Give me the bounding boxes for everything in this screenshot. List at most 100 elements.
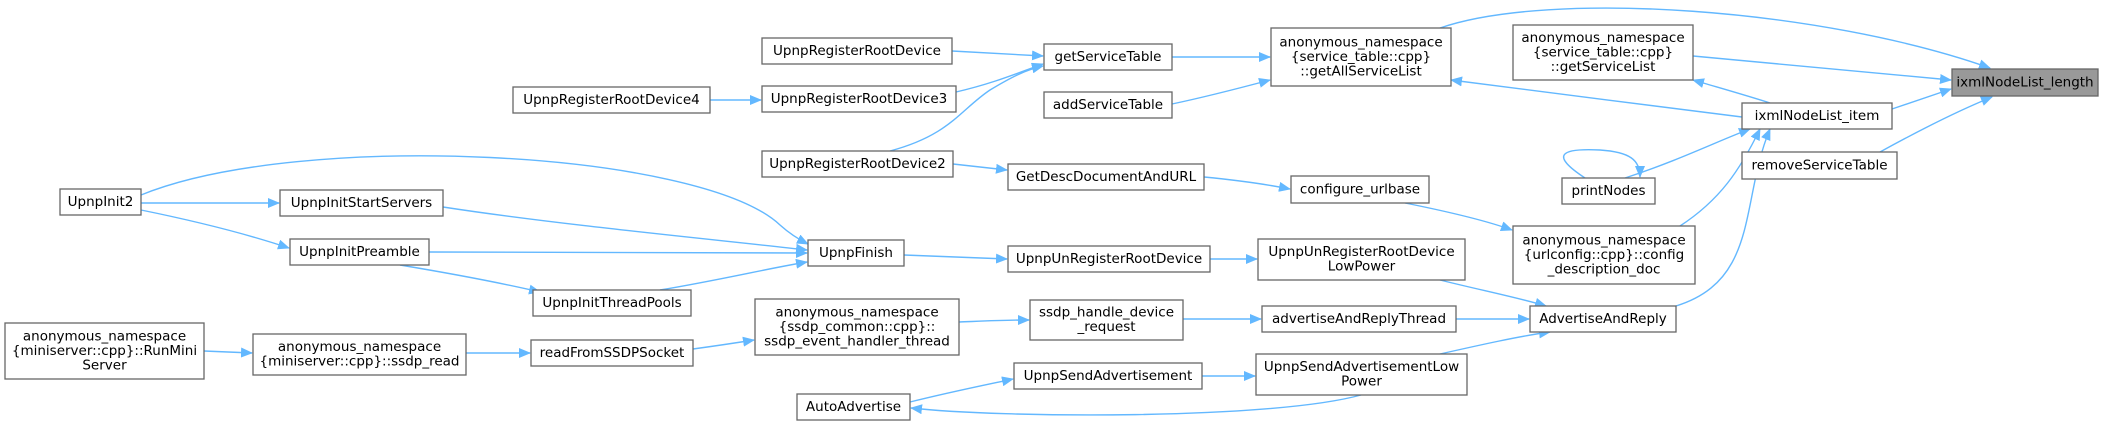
node-box[interactable] — [761, 150, 954, 178]
node-box[interactable] — [1255, 353, 1468, 396]
node-box[interactable] — [1007, 163, 1205, 191]
node-label: {ssdp_common::cpp}:: — [779, 319, 936, 335]
edge-ixmlNodeList_item-to-ixmlNodeList_length — [1891, 87, 1952, 110]
node-getServiceTable[interactable]: getServiceTable — [1043, 43, 1173, 71]
node-removeServiceTable[interactable]: removeServiceTable — [1741, 151, 1898, 180]
node-label: UpnpInitPreamble — [299, 244, 420, 260]
node-label: advertiseAndReplyThread — [1272, 311, 1446, 327]
node-label: ssdp_event_handler_thread — [764, 333, 950, 349]
node-anon_RunMiniServer[interactable]: anonymous_namespace{miniserver::cpp}::Ru… — [4, 322, 205, 380]
edge-addServiceTable-to-anon_getAllServiceList — [1171, 78, 1271, 105]
node-label: addServiceTable — [1053, 97, 1163, 113]
node-box[interactable] — [1951, 68, 2099, 97]
node-label: {service_table::cpp} — [1291, 49, 1431, 65]
node-box[interactable] — [4, 322, 205, 380]
node-anon_ssdp_read[interactable]: anonymous_namespace{miniserver::cpp}::ss… — [252, 333, 467, 376]
node-box[interactable] — [252, 333, 467, 376]
node-label: {service_table::cpp} — [1533, 44, 1673, 60]
node-UpnpInitThreadPools[interactable]: UpnpInitThreadPools — [532, 289, 692, 317]
node-box[interactable] — [1741, 151, 1898, 180]
node-UpnpRegisterRootDevice[interactable]: UpnpRegisterRootDevice — [761, 37, 953, 65]
edge-UpnpInitPreamble-to-UpnpInitThreadPools — [399, 264, 541, 295]
node-box[interactable] — [1013, 362, 1203, 390]
node-GetDescDocumentAndURL[interactable]: GetDescDocumentAndURL — [1007, 163, 1205, 191]
node-label: UpnpRegisterRootDevice4 — [523, 92, 700, 108]
node-box[interactable] — [532, 289, 692, 317]
node-label: readFromSSDPSocket — [540, 345, 685, 361]
node-UpnpRegisterRootDevice2[interactable]: UpnpRegisterRootDevice2 — [761, 150, 954, 178]
node-UpnpInitStartServers[interactable]: UpnpInitStartServers — [279, 189, 444, 217]
node-box[interactable] — [1290, 175, 1430, 204]
edge-printNodes-to-printNodes — [1562, 148, 1645, 179]
node-label: {miniserver::cpp}::ssdp_read — [260, 354, 460, 370]
node-anon_ssdp_event_handler_thread[interactable]: anonymous_namespace{ssdp_common::cpp}::s… — [754, 298, 960, 356]
node-label: ::getAllServiceList — [1300, 63, 1422, 79]
node-box[interactable] — [807, 239, 905, 267]
node-label: ssdp_handle_device — [1039, 305, 1174, 321]
node-box[interactable] — [1007, 245, 1211, 273]
node-label: configure_urlbase — [1300, 181, 1420, 197]
node-UpnpSendAdvertisement[interactable]: UpnpSendAdvertisement — [1013, 362, 1203, 390]
node-label: ixmlNodeList_item — [1755, 108, 1880, 124]
node-label: UpnpInit2 — [68, 194, 134, 210]
node-box[interactable] — [59, 188, 142, 216]
node-box[interactable] — [279, 189, 444, 217]
node-printNodes[interactable]: printNodes — [1561, 177, 1656, 205]
node-ixmlNodeList_length[interactable]: ixmlNodeList_length — [1951, 68, 2099, 97]
node-box[interactable] — [512, 86, 711, 114]
node-box[interactable] — [1257, 238, 1466, 281]
node-anon_getAllServiceList[interactable]: anonymous_namespace{service_table::cpp}:… — [1270, 27, 1452, 87]
node-UpnpRegisterRootDevice3[interactable]: UpnpRegisterRootDevice3 — [761, 85, 957, 113]
edge-UpnpRegisterRootDevice2-to-GetDescDocumentAndURL — [952, 163, 1008, 174]
edge-anon_getAllServiceList-to-ixmlNodeList_length — [1439, 7, 1991, 70]
node-ssdp_handle_device_request[interactable]: ssdp_handle_device_request — [1029, 299, 1184, 341]
node-box[interactable] — [761, 85, 957, 113]
node-label: UpnpRegisterRootDevice3 — [771, 91, 948, 107]
node-box[interactable] — [754, 298, 960, 356]
node-UpnpInit2[interactable]: UpnpInit2 — [59, 188, 142, 216]
node-label: anonymous_namespace — [775, 304, 938, 320]
node-box[interactable] — [289, 238, 430, 266]
node-UpnpInitPreamble[interactable]: UpnpInitPreamble — [289, 238, 430, 266]
node-readFromSSDPSocket[interactable]: readFromSSDPSocket — [530, 339, 694, 367]
node-AdvertiseAndReply[interactable]: AdvertiseAndReply — [1529, 305, 1677, 333]
node-UpnpRegisterRootDevice4[interactable]: UpnpRegisterRootDevice4 — [512, 86, 711, 114]
edge-UpnpFinish-to-UpnpUnRegisterRootDevice — [903, 253, 1008, 264]
edge-UpnpRegisterRootDevice2-to-getServiceTable — [889, 63, 1044, 152]
node-box[interactable] — [796, 393, 911, 421]
node-box[interactable] — [1741, 102, 1893, 130]
node-UpnpUnRegisterRootDevice[interactable]: UpnpUnRegisterRootDevice — [1007, 245, 1211, 273]
edge-anon_config_description_doc-to-ixmlNodeList_item — [1679, 128, 1761, 227]
node-addServiceTable[interactable]: addServiceTable — [1043, 91, 1173, 119]
node-label: Power — [1341, 374, 1382, 390]
node-anon_config_description_doc[interactable]: anonymous_namespace{urlconfig::cpp}::con… — [1512, 225, 1696, 285]
node-box[interactable] — [530, 339, 694, 367]
node-box[interactable] — [1261, 305, 1457, 333]
node-box[interactable] — [1043, 43, 1173, 71]
node-label: Server — [82, 357, 127, 373]
edge-UpnpSendAdvertisementLowPower-to-AdvertiseAndReply — [1439, 328, 1551, 355]
node-label: getServiceTable — [1055, 49, 1162, 65]
node-label: ::getServiceList — [1551, 59, 1656, 75]
node-box[interactable] — [761, 37, 953, 65]
node-advertiseAndReplyThread[interactable]: advertiseAndReplyThread — [1261, 305, 1457, 333]
node-configure_urlbase[interactable]: configure_urlbase — [1290, 175, 1430, 204]
node-AutoAdvertise[interactable]: AutoAdvertise — [796, 393, 911, 421]
edge-ixmlNodeList_item-to-anon_getServiceList — [1692, 78, 1771, 104]
node-anon_getServiceList[interactable]: anonymous_namespace{service_table::cpp}:… — [1512, 24, 1694, 81]
node-box[interactable] — [1529, 305, 1677, 333]
node-box[interactable] — [1512, 225, 1696, 285]
node-box[interactable] — [1043, 91, 1173, 119]
node-label: AdvertiseAndReply — [1539, 311, 1667, 327]
node-ixmlNodeList_item[interactable]: ixmlNodeList_item — [1741, 102, 1893, 130]
node-box[interactable] — [1270, 27, 1452, 87]
edge-UpnpInitStartServers-to-UpnpFinish — [442, 206, 808, 254]
node-box[interactable] — [1561, 177, 1656, 205]
node-UpnpFinish[interactable]: UpnpFinish — [807, 239, 905, 267]
node-box[interactable] — [1512, 24, 1694, 81]
node-box[interactable] — [1029, 299, 1184, 341]
edge-configure_urlbase-to-anon_config_description_doc — [1404, 202, 1513, 231]
